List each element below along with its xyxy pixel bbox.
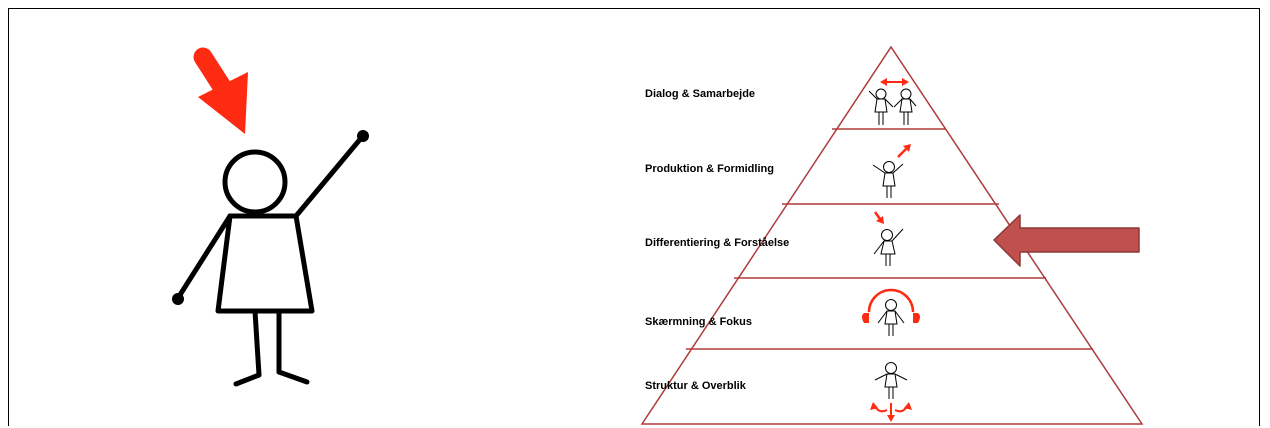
two-figures-dialog-icon [868,78,917,125]
level-label-differentiering: Differentiering & Forståelse [645,237,789,249]
level-label-skaermning: Skærmning & Fokus [645,316,752,328]
big-stick-figure-icon [172,47,369,387]
level-label-struktur: Struktur & Overblik [645,380,747,392]
level-label-dialog: Dialog & Samarbejde [645,88,755,100]
figure-structure-icon [870,362,912,422]
figure-headphones-icon [862,288,920,336]
level-label-produktion: Produktion & Formidling [645,163,774,175]
highlight-pointer-arrow [993,214,1140,267]
big-red-arrow-icon [193,47,248,134]
slide-frame [8,8,1260,426]
figure-production-icon [872,144,911,198]
small-raising-hand-figure-icon [873,211,904,266]
